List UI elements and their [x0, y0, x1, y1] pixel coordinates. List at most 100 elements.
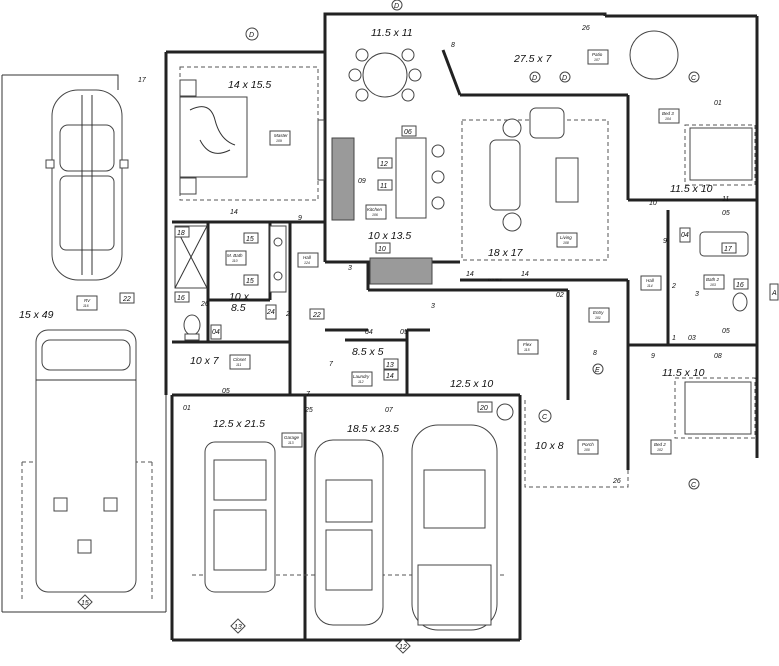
svg-text:Hall: Hall	[303, 255, 312, 260]
svg-text:9: 9	[651, 353, 655, 360]
svg-text:05: 05	[222, 388, 230, 395]
tag-marker-d-dining: D	[391, 0, 403, 11]
tag-2-hall2: 2	[671, 283, 676, 290]
tag-marker-d-patio1: D	[529, 71, 541, 83]
tag-10-bed3: 10	[649, 200, 657, 207]
master-bed	[179, 79, 248, 195]
garage-walls	[170, 393, 522, 642]
svg-text:D: D	[532, 75, 537, 82]
garage2-dimension: 18.5 x 23.5	[347, 423, 399, 435]
svg-text:01: 01	[183, 405, 191, 412]
tag-05-bed3: 05	[722, 210, 730, 217]
tag-09-kitchen: 09	[358, 178, 366, 185]
room-tag-bed3: Bed 3 104	[658, 108, 680, 124]
svg-text:18: 18	[177, 230, 185, 237]
tag-11-bed3: 11	[722, 196, 729, 203]
master-dimension: 14 x 15.5	[228, 79, 271, 91]
room-tag-hall: Hall 124	[297, 252, 319, 268]
tag-22-hall: 22	[309, 308, 325, 320]
svg-text:111: 111	[236, 363, 241, 367]
tag-3-bath2: 3	[695, 291, 699, 298]
tag-16-bath: 16	[174, 291, 190, 303]
svg-text:20: 20	[479, 405, 488, 412]
tag-07-garage: 07	[385, 407, 394, 414]
kitchen-counters	[331, 137, 445, 285]
room-tag-laundry: Laundry 112	[351, 371, 373, 387]
svg-text:Flex: Flex	[523, 342, 532, 347]
room-tag-bed2: Bed 2 102	[650, 439, 672, 455]
tag-26-porch: 26	[612, 478, 621, 485]
svg-text:16: 16	[177, 295, 185, 302]
svg-text:Bed 3: Bed 3	[662, 111, 674, 116]
svg-text:Laundry: Laundry	[353, 374, 370, 379]
svg-text:124: 124	[304, 261, 310, 265]
svg-text:D: D	[562, 75, 567, 82]
svg-text:10: 10	[649, 200, 657, 207]
living-furniture	[489, 107, 579, 232]
tag-26-bath: 26	[200, 301, 209, 308]
tag-14-master: 14	[230, 209, 238, 216]
svg-text:Bath 2: Bath 2	[706, 277, 720, 282]
svg-text:02: 02	[556, 292, 564, 299]
svg-text:14: 14	[230, 209, 238, 216]
svg-text:102: 102	[657, 448, 663, 452]
svg-text:04: 04	[681, 232, 689, 239]
tag-15-rv: 15	[77, 594, 93, 610]
tag-20-garage: 20	[477, 401, 493, 413]
tag-05-closet: 05	[222, 388, 230, 395]
svg-text:1: 1	[672, 335, 676, 342]
svg-text:110: 110	[232, 259, 238, 263]
svg-text:3: 3	[348, 265, 352, 272]
svg-text:C: C	[691, 482, 697, 489]
room-tag-closet: Closet 111	[229, 354, 251, 370]
tag-10-kitchen: 10	[375, 242, 391, 254]
svg-text:116: 116	[83, 304, 89, 308]
svg-text:101: 101	[595, 316, 601, 320]
tag-12-garage: 12	[395, 638, 411, 654]
bed3-bed	[689, 127, 753, 181]
svg-text:D: D	[249, 32, 254, 39]
dining-dimension: 11.5 x 11	[371, 27, 413, 39]
svg-text:08: 08	[714, 353, 722, 360]
tag-14-living-a: 14	[466, 271, 474, 278]
tag-marker-d-master: D	[245, 27, 259, 41]
svg-text:05: 05	[722, 210, 730, 217]
garage-dimension: 12.5 x 21.5	[213, 418, 265, 430]
svg-text:13: 13	[386, 362, 394, 369]
svg-text:7: 7	[329, 361, 334, 368]
tag-06-kitchen: 06	[401, 125, 417, 137]
svg-text:15: 15	[246, 278, 254, 285]
patio-dimension: 27.5 x 7	[513, 53, 553, 65]
svg-text:11: 11	[722, 196, 729, 203]
svg-text:13: 13	[234, 624, 242, 631]
svg-text:12: 12	[399, 644, 407, 651]
tag-16-bath2: 16	[733, 278, 749, 290]
svg-text:16: 16	[736, 282, 744, 289]
svg-text:3: 3	[695, 291, 699, 298]
svg-text:26: 26	[200, 301, 209, 308]
bath-dimension-line2: 8.5	[231, 302, 246, 314]
dining-table	[348, 48, 422, 102]
tag-15-bath-b: 15	[243, 274, 259, 286]
svg-text:C: C	[691, 75, 697, 82]
svg-text:12: 12	[380, 161, 388, 168]
svg-text:Garage: Garage	[284, 435, 300, 440]
tag-marker-e: E	[592, 363, 604, 375]
bed3-rug	[684, 124, 756, 186]
tag-marker-c-bed2: C	[688, 478, 700, 490]
tag-17-tub: 17	[721, 242, 737, 254]
svg-text:Hall: Hall	[646, 278, 655, 283]
tag-11-kitchen: 11	[377, 179, 393, 191]
svg-text:RV: RV	[84, 298, 91, 303]
svg-text:10: 10	[378, 246, 386, 253]
room-tag-kitchen: Kitchen 106	[365, 204, 387, 220]
bed2-dimension: 11.5 x 10	[662, 367, 705, 379]
svg-text:Entry: Entry	[593, 310, 604, 315]
tag-7-laundry: 7	[329, 361, 334, 368]
closet-dimension: 10 x 7	[190, 355, 220, 367]
svg-text:04: 04	[365, 329, 373, 336]
tag-08-bed2: 08	[714, 353, 722, 360]
svg-text:Porch: Porch	[582, 442, 594, 447]
svg-text:05: 05	[722, 328, 730, 335]
tag-04-bath2: 04	[679, 227, 691, 243]
